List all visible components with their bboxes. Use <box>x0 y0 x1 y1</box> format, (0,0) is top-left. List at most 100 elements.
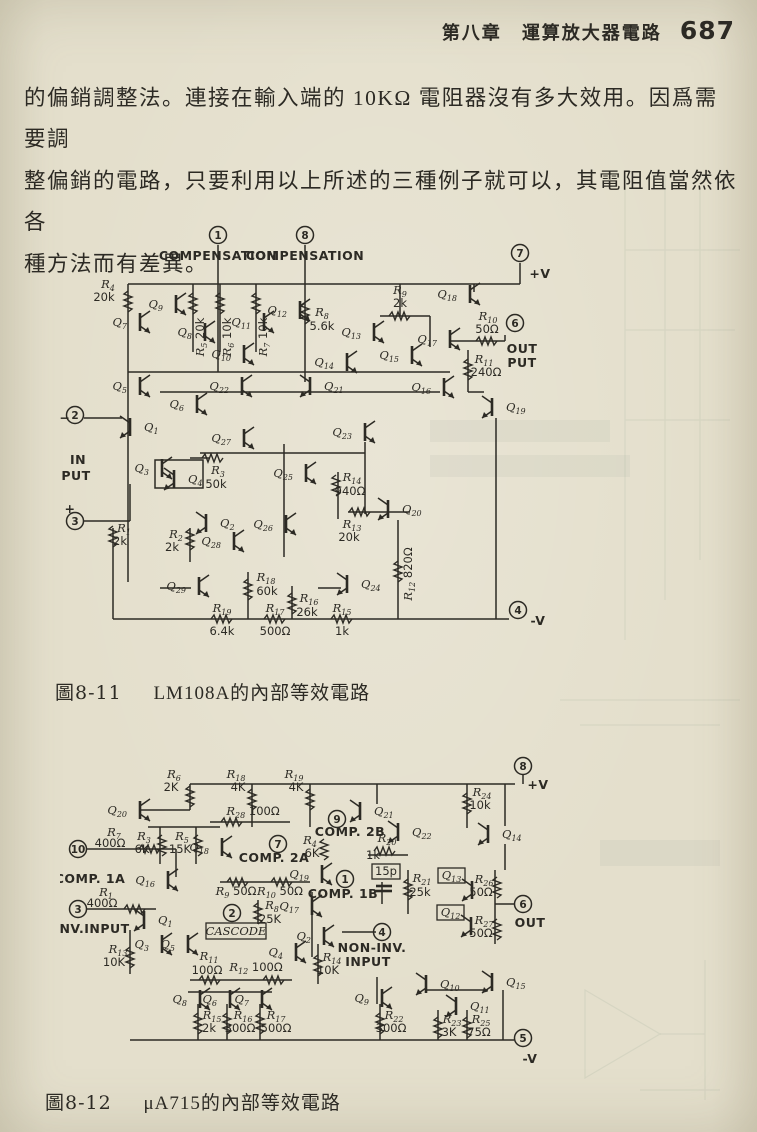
svg-text:Q24: Q24 <box>361 577 381 593</box>
svg-text:2K: 2K <box>164 780 179 794</box>
svg-text:1: 1 <box>214 230 221 242</box>
transistor-Q18: Q18 <box>437 282 481 306</box>
transistor-Q28: Q28 <box>201 529 245 553</box>
transistor-unlabeled <box>460 914 473 938</box>
svg-text:50Ω: 50Ω <box>469 885 493 899</box>
svg-text:INPUT: INPUT <box>345 954 390 969</box>
svg-text:R4: R4 <box>302 833 317 849</box>
svg-text:Q11: Q11 <box>470 999 490 1015</box>
transistor-Q15: Q15 <box>481 970 526 994</box>
svg-text:Q22: Q22 <box>209 379 229 395</box>
schematic-text: − <box>60 410 70 425</box>
svg-text:Q6: Q6 <box>202 992 217 1008</box>
transistor-unlabeled <box>461 878 474 902</box>
svg-text:10: 10 <box>71 844 86 856</box>
svg-text:Q7: Q7 <box>234 992 249 1008</box>
svg-text:+V: +V <box>529 266 550 281</box>
svg-text:5: 5 <box>519 1033 526 1045</box>
transistor-Q16: Q16 <box>411 375 455 399</box>
transistor-Q6: Q6 <box>202 987 241 1011</box>
pin-4: 4 <box>372 922 392 942</box>
boxed-label-Q13: Q13 <box>437 867 466 884</box>
svg-text:R19: R19 <box>284 767 304 783</box>
pin-1: 1 <box>208 225 228 245</box>
schematic-text: -V <box>523 1051 537 1066</box>
schematic-text: + <box>65 501 75 516</box>
transistor-Q13: Q13 <box>341 320 385 344</box>
figure1-caption: 圖8-11 LM108A的內部等效電路 <box>55 678 370 705</box>
svg-text:R3: R3 <box>136 829 151 845</box>
svg-text:R27: R27 <box>474 913 495 929</box>
svg-text:Q9: Q9 <box>148 297 163 313</box>
pin-8: 8 <box>513 756 533 776</box>
transistor-Q1: Q1 <box>133 908 173 932</box>
svg-text:2k: 2k <box>202 1021 216 1035</box>
schematic-text: INPUT <box>345 954 390 969</box>
svg-text:Q21: Q21 <box>374 804 394 820</box>
svg-text:10K: 10K <box>103 955 126 969</box>
pin-3: 3 <box>65 511 85 531</box>
transistor-Q2: Q2 <box>296 924 335 948</box>
transistor-Q9: Q9 <box>148 292 187 316</box>
transistor-Q17: Q17 <box>279 894 323 918</box>
svg-text:3K: 3K <box>442 1025 457 1039</box>
svg-text:2k: 2k <box>393 296 407 310</box>
svg-text:Q4: Q4 <box>268 945 283 961</box>
svg-text:2: 2 <box>228 908 235 920</box>
svg-text:R15: R15 <box>202 1008 222 1024</box>
svg-text:7: 7 <box>516 248 523 260</box>
resistor-R28: R28 100Ω <box>220 804 280 828</box>
svg-text:R1: R1 <box>98 885 113 901</box>
svg-text:Q1: Q1 <box>144 420 159 436</box>
svg-text:−: − <box>60 410 70 425</box>
schematic-text: COMP. 1A <box>60 871 125 886</box>
svg-text:3: 3 <box>71 516 78 528</box>
transistor-Q20: Q20 <box>107 798 151 822</box>
svg-text:PUT: PUT <box>507 355 536 370</box>
pin-6: 6 <box>513 894 533 914</box>
transistor-Q10: Q10 <box>415 972 460 996</box>
svg-text:26k: 26k <box>296 605 318 619</box>
svg-text:R3: R3 <box>210 463 225 479</box>
wires <box>87 775 524 1041</box>
svg-text:1k: 1k <box>335 624 349 638</box>
chapter-number: 第八章 <box>441 23 502 43</box>
svg-text:Q8: Q8 <box>177 325 192 341</box>
svg-text:Q22: Q22 <box>412 825 432 841</box>
svg-text:Q19: Q19 <box>289 867 309 883</box>
svg-text:Q5: Q5 <box>112 379 127 395</box>
svg-text:2k: 2k <box>113 534 127 548</box>
page-number: 687 <box>679 16 735 45</box>
svg-text:OUT: OUT <box>507 341 538 356</box>
svg-text:940Ω: 940Ω <box>335 484 366 498</box>
svg-text:R7: R7 <box>106 825 122 841</box>
page-header: 第八章 運算放大器電路 687 <box>442 16 735 45</box>
svg-text:Q6: Q6 <box>169 397 184 413</box>
transistor-Q4: Q4 <box>163 467 203 491</box>
svg-text:R9: R9 <box>392 283 407 299</box>
svg-text:Q13: Q13 <box>442 868 462 884</box>
svg-text:75Ω: 75Ω <box>467 1025 491 1039</box>
svg-text:-V: -V <box>531 613 546 628</box>
svg-text:1: 1 <box>341 874 348 886</box>
svg-text:COMP. 1B: COMP. 1B <box>308 886 378 901</box>
svg-text:Q18: Q18 <box>437 287 457 303</box>
svg-text:COMP. 1A: COMP. 1A <box>60 871 125 886</box>
svg-text:Q14: Q14 <box>314 355 334 371</box>
pin-10: 10 <box>68 839 88 859</box>
transistor-Q11: Q11 <box>231 310 275 334</box>
transistor-Q15: Q15 <box>379 343 423 367</box>
svg-text:R8: R8 <box>264 898 279 914</box>
